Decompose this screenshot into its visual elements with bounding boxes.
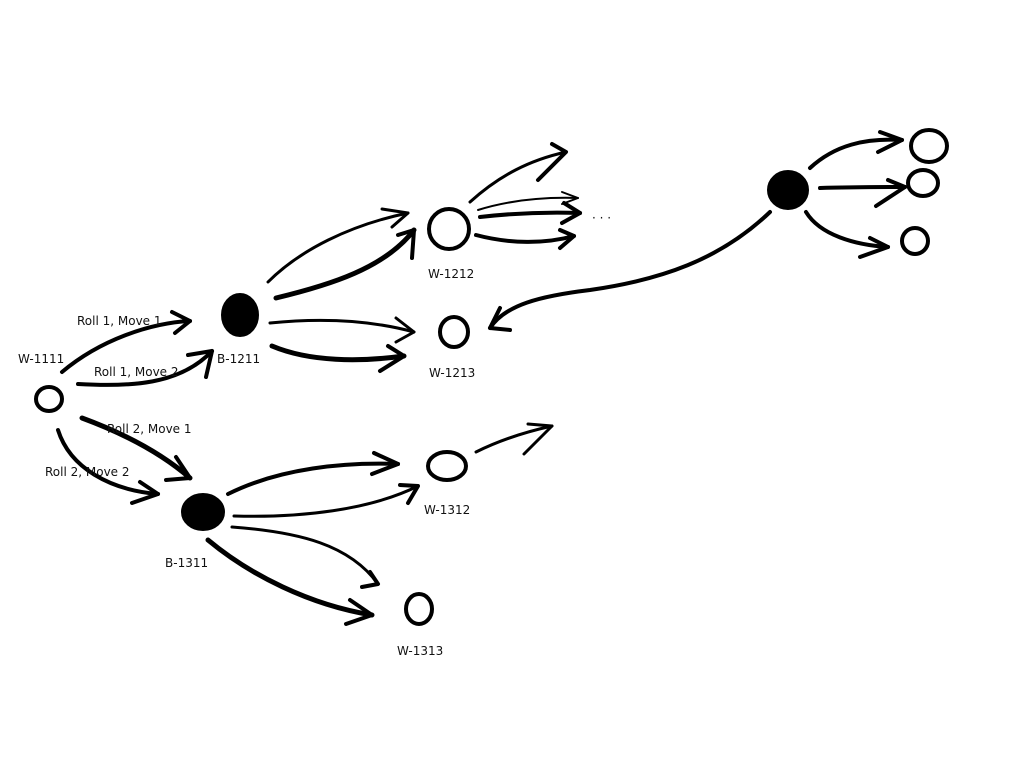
label-roll2-move2: Roll 2, Move 2 [45,465,130,479]
label-roll1-move2: Roll 1, Move 2 [94,365,179,379]
edge-w1212-middle-upper [477,196,579,211]
arrowhead-w1212-middle-upper [561,191,579,205]
edge-b1211-to-w1212-upper [266,211,410,284]
edge-roll2-move2 [56,428,160,496]
edge-black-to-top-right-a [808,137,904,170]
arrowhead-b1211-to-w1213-upper [394,316,416,344]
arrowhead-b1211-to-w1212 [396,228,416,260]
edge-black-to-top-right-c [804,210,890,249]
label-b-1211: B-1211 [217,352,260,366]
arrowhead-roll1-move2 [186,349,214,379]
arrowhead-w1212-upper [536,142,568,182]
node-b-1311 [181,493,225,531]
edge-b1311-to-w1313 [205,537,375,618]
edge-w1212-lower [474,233,576,244]
node-w-1111 [34,385,64,413]
arrowhead-b1311-to-w1313-upper [360,570,380,589]
edge-b1211-to-w1213-upper [268,318,416,334]
arrowhead-w1212-lower [558,228,576,250]
label-roll2-move1: Roll 2, Move 1 [107,422,192,436]
edge-b1311-to-w1312 [232,484,420,518]
arrowhead-b1211-to-w1212-upper [380,207,410,229]
label-w-1111: W-1111 [18,352,64,366]
arrowhead-black-to-top-right-a [876,130,904,154]
node-unlabeled-black [767,170,809,210]
edge-b1311-to-w1312-upper [226,461,400,496]
arrowhead-black-to-top-right-c [858,236,890,259]
edge-roll1-move1 [60,319,192,374]
edge-roll2-move1 [79,415,193,481]
arrowhead-w1212-middle [560,201,582,225]
arrowhead-b1311-to-w1313 [344,598,374,626]
node-w-1312 [426,450,468,482]
label-w-1312: W-1312 [424,503,470,517]
arrowhead-b1311-to-w1312 [398,483,420,505]
edge-w1212-middle [478,210,582,219]
arrowhead-black-to-w1213 [488,306,512,332]
node-b-1211 [221,293,259,337]
edge-roll1-move2 [76,349,214,387]
edge-black-to-w1213 [488,210,772,330]
arrowhead-b1211-to-w1213 [378,344,406,373]
edge-w1212-upper [468,150,568,204]
arrowhead-roll1-move1 [170,310,192,335]
node-top-right-a [909,128,949,164]
arrowhead-black-to-top-right-b [874,178,907,208]
arrowhead-roll2-move1 [164,455,192,482]
node-top-right-b [906,168,940,198]
edge-black-to-top-right-b [818,185,907,190]
edge-b1311-to-w1313-upper [230,525,380,586]
label-w-1212: W-1212 [428,267,474,281]
node-w-1212 [427,207,471,251]
arrowhead-w1312-onward [522,422,554,456]
ellipsis-text: · · · [592,211,611,225]
edge-w1312-onward [474,424,554,454]
node-w-1313 [404,592,434,626]
node-w-1213 [438,315,470,349]
label-w-1313: W-1313 [397,644,443,658]
edge-b1211-to-w1213 [269,343,407,363]
label-roll1-move1: Roll 1, Move 1 [77,314,162,328]
label-b-1311: B-1311 [165,556,208,570]
node-top-right-c [900,226,930,256]
arrowhead-b1311-to-w1312-upper [370,451,400,476]
arrowhead-roll2-move2 [130,480,160,505]
label-w-1213: W-1213 [429,366,475,380]
edge-b1211-to-w1212 [273,227,417,301]
